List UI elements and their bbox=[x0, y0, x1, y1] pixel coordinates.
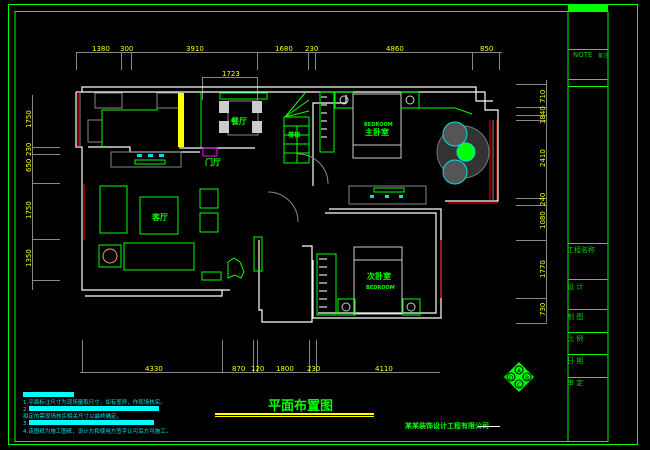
door-swing-2 bbox=[297, 153, 329, 185]
dimension-lines bbox=[32, 52, 547, 373]
company-name: 某某装饰设计工程有限公司 bbox=[404, 421, 489, 430]
dim-right-4: 240 bbox=[539, 193, 547, 206]
drawing-title: 平面布置图 bbox=[268, 398, 333, 414]
dim-right-6: 1770 bbox=[539, 260, 547, 278]
master-bedroom-label: 主卧室 bbox=[365, 127, 389, 137]
compass-icon: A B C D bbox=[504, 362, 534, 392]
floor-lamp-icon bbox=[102, 248, 118, 264]
note-1: 1.平面标注尺寸为现场量取尺寸，如有差异，作现场核实。 bbox=[23, 398, 166, 406]
yellow-partition bbox=[178, 93, 184, 147]
compass-d: D bbox=[509, 375, 514, 382]
master-bedroom-furniture bbox=[319, 91, 490, 185]
date-label: 日 期 bbox=[567, 357, 583, 365]
door-swing bbox=[267, 191, 299, 223]
tv-console bbox=[348, 185, 427, 205]
designer-label: 设 计 bbox=[567, 282, 583, 291]
stair-label: 楼梯 bbox=[288, 131, 300, 139]
dim-right-2: 1840 bbox=[539, 106, 547, 124]
outer-frame bbox=[8, 4, 638, 445]
dim-bottom-6: 4110 bbox=[375, 365, 393, 373]
wardrobe-hangers-2 bbox=[319, 258, 327, 308]
notes-heading-bar bbox=[23, 392, 74, 397]
entrance-label: 门厅 bbox=[205, 157, 221, 167]
wardrobe-hangers-1 bbox=[321, 96, 327, 138]
approver-label: 审 定 bbox=[567, 378, 583, 387]
window-glass bbox=[79, 92, 494, 200]
entrance-cabinet bbox=[202, 147, 218, 157]
dining-room-label: 餐厅 bbox=[230, 116, 247, 126]
title-block bbox=[567, 11, 608, 441]
dim-left-3: 650 bbox=[25, 159, 33, 172]
dim-bottom-2: 870 bbox=[232, 365, 245, 373]
dim-left-5: 1350 bbox=[25, 249, 33, 267]
compass-a: A bbox=[517, 368, 522, 375]
note-3: 3. bbox=[23, 421, 28, 427]
dim-top-1: 1380 bbox=[92, 45, 110, 53]
dim-left-1: 1750 bbox=[25, 110, 33, 128]
title-underline-1 bbox=[215, 413, 374, 415]
dim-top-7: 850 bbox=[480, 45, 493, 53]
dining-set bbox=[219, 92, 268, 136]
dim-top-3: 3910 bbox=[186, 45, 204, 53]
note-2: 2. bbox=[23, 407, 28, 413]
dim-left-4: 1750 bbox=[25, 201, 33, 219]
note-4: 4.该图纸为施工图纸，设计方和使用方签字认可后方可施工。 bbox=[23, 427, 171, 435]
kitchen-fixtures bbox=[137, 154, 164, 157]
dim-bottom-1: 4330 bbox=[145, 365, 163, 373]
note-2-bar bbox=[29, 406, 159, 411]
dim-right-7: 730 bbox=[539, 303, 547, 316]
project-name-label: 工程名称 bbox=[567, 245, 595, 254]
second-bedroom-furniture bbox=[316, 246, 421, 316]
second-bedroom-code: BEDROOM bbox=[366, 285, 395, 291]
inner-frame bbox=[14, 11, 609, 442]
windows bbox=[77, 92, 498, 298]
dim-top-inner: 1723 bbox=[222, 70, 240, 78]
dim-bottom-5: 230 bbox=[307, 365, 320, 373]
dim-top-2: 300 bbox=[120, 45, 133, 53]
dim-top-5: 230 bbox=[305, 45, 318, 53]
dim-left-2: 230 bbox=[25, 143, 33, 156]
note-value: 备注 bbox=[598, 52, 608, 59]
note-3-bar bbox=[29, 420, 154, 425]
dim-right-3: 2410 bbox=[539, 149, 547, 167]
shoe-cabinet bbox=[253, 236, 263, 272]
dim-top-4: 1680 bbox=[275, 45, 293, 53]
compass-c: C bbox=[517, 382, 521, 389]
scale-label: 比 例 bbox=[567, 334, 583, 343]
note-2b: 拟定的需现场核实相关尺寸以最终确定。 bbox=[23, 412, 122, 420]
living-furniture bbox=[98, 185, 222, 281]
dim-right-1: 710 bbox=[539, 90, 547, 103]
frame-corner-fill bbox=[568, 5, 608, 11]
dim-right-5: 1080 bbox=[539, 211, 547, 229]
walls bbox=[75, 86, 499, 323]
dim-bottom-4: 1800 bbox=[276, 365, 294, 373]
kitchen-cabinets bbox=[101, 92, 202, 165]
dim-bottom-3: 120 bbox=[251, 365, 264, 373]
note-label: NOTE bbox=[573, 51, 592, 59]
living-room-label: 客厅 bbox=[151, 212, 168, 222]
plant-icon bbox=[227, 257, 245, 279]
drafter-label: 制 图 bbox=[567, 312, 583, 321]
compass-b: B bbox=[525, 375, 529, 382]
second-bedroom-label: 次卧室 bbox=[367, 271, 391, 281]
title-underline-2 bbox=[215, 416, 374, 417]
dim-top-6: 4860 bbox=[386, 45, 404, 53]
master-bedroom-code: BEDROOM bbox=[364, 122, 393, 128]
stair bbox=[283, 92, 310, 164]
